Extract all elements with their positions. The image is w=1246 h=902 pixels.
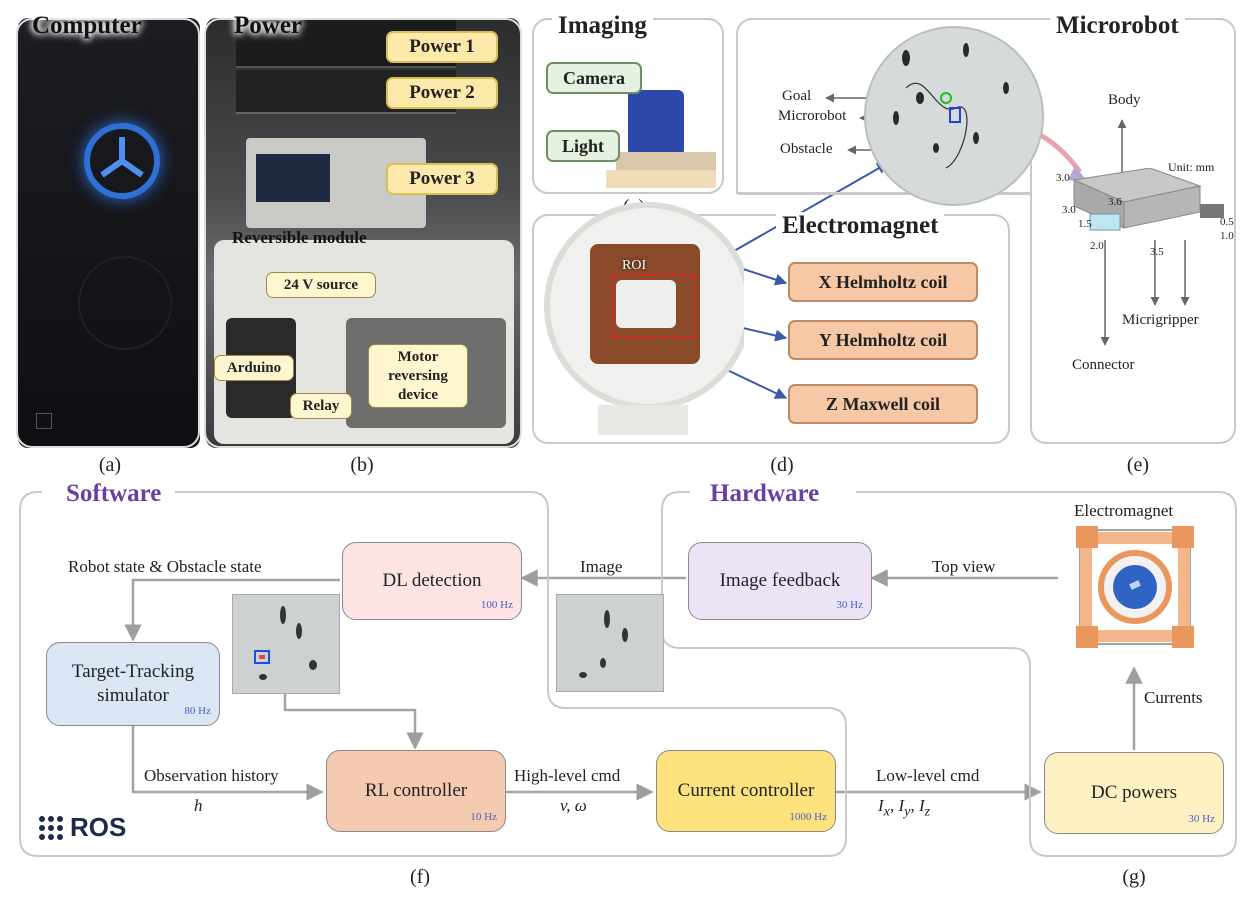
electromagnet-photo — [538, 200, 744, 440]
electromagnet-schematic — [1076, 526, 1194, 648]
body-label: Body — [1108, 92, 1141, 108]
reversible-module-title: Reversible module — [232, 228, 367, 247]
hl-label: High-level cmd — [514, 766, 621, 785]
software-title: Software — [60, 480, 168, 508]
panel-label-a: (a) — [98, 454, 122, 476]
dim-1: 3.0 — [1056, 172, 1070, 184]
obs-label: Observation history — [144, 766, 279, 785]
tts-rate: 80 Hz — [184, 705, 211, 717]
rl-label: RL controller — [364, 780, 468, 801]
dim-7: 2.0 — [1090, 240, 1104, 252]
light-tag: Light — [546, 130, 620, 162]
source-tag: 24 V source — [266, 272, 376, 298]
roi-label: ROI — [622, 258, 647, 273]
cc-label: Current controller — [677, 780, 815, 801]
goal-label: Goal — [782, 88, 812, 104]
obs-symbol: h — [194, 796, 203, 815]
panel-label-b: (b) — [350, 454, 374, 476]
image-feedback-label: Image feedback — [719, 570, 841, 591]
cc-rate: 1000 Hz — [789, 811, 827, 823]
microrobot-model — [1072, 168, 1224, 231]
motor-tag: Motor reversing device — [368, 344, 468, 408]
state-label: Robot state & Obstacle state — [68, 557, 262, 576]
detection-snapshot — [232, 594, 340, 694]
y-coil-tag: Y Helmholtz coil — [788, 320, 978, 360]
ros-text: ROS — [70, 812, 127, 842]
x-coil-tag: X Helmholtz coil — [788, 262, 978, 302]
ll-label: Low-level cmd — [876, 766, 980, 785]
dc-powers-block: DC powers 30 Hz — [1044, 752, 1224, 834]
hl-symbol: v, ω — [560, 796, 587, 815]
ll-symbol: Ix, Iy, Iz — [878, 796, 931, 820]
logo-icon — [100, 137, 144, 178]
dl-detection-label: DL detection — [382, 570, 482, 591]
panel-label-g: (g) — [1122, 866, 1146, 888]
image-feedback-block: Image feedback 30 Hz — [688, 542, 872, 620]
computer-title: Computer — [32, 12, 142, 39]
electromagnet-title: Electromagnet — [776, 212, 945, 240]
camera-photo — [606, 82, 724, 192]
arrow-snapshot-rl — [283, 690, 424, 750]
workspace-view — [864, 26, 1044, 206]
current-controller-block: Current controller 1000 Hz — [656, 750, 836, 832]
arrow-state — [124, 578, 340, 642]
image-flow-label: Image — [580, 557, 623, 576]
imaging-title: Imaging — [552, 12, 653, 40]
arrow-obs — [131, 725, 324, 801]
power-2-tag: Power 2 — [386, 77, 498, 109]
unit-label: Unit: mm — [1168, 160, 1215, 174]
dim-6: 1.0 — [1220, 230, 1234, 242]
img-rate: 30 Hz — [836, 599, 863, 611]
dim-8: 3.5 — [1150, 246, 1164, 258]
tts-block: Target-Tracking simulator 80 Hz — [46, 642, 220, 726]
em-label: Electromagnet — [1074, 501, 1174, 520]
microrobot-label: Microrobot — [778, 108, 847, 124]
connector-label: Connector — [1072, 357, 1135, 373]
power-3-tag: Power 3 — [386, 163, 498, 195]
z-coil-tag: Z Maxwell coil — [788, 384, 978, 424]
tts-label-2: simulator — [97, 685, 169, 706]
motor-tag-text: Motor reversing device — [388, 348, 448, 403]
hardware-title: Hardware — [704, 480, 826, 508]
computer-photo — [18, 18, 200, 448]
ros-logo: ROS — [38, 812, 126, 843]
rl-rate: 10 Hz — [470, 811, 497, 823]
microrobot-panel-lower — [1030, 150, 1236, 444]
electromagnet-panel — [532, 214, 1010, 444]
panel-label-f: (f) — [410, 866, 430, 888]
dc-rate: 30 Hz — [1188, 813, 1215, 825]
microrobot-title: Microrobot — [1050, 12, 1185, 40]
dl-detection-block: DL detection 100 Hz — [342, 542, 522, 620]
power-panel — [204, 18, 522, 448]
microgripper-label: Micrigripper — [1122, 312, 1199, 328]
tts-label-1: Target-Tracking — [71, 661, 195, 682]
dim-4: 1.5 — [1078, 218, 1092, 230]
microrobot-panel — [736, 18, 1236, 194]
power-1-tag: Power 1 — [386, 31, 498, 63]
dim-5: 0.5 — [1220, 216, 1234, 228]
relay-tag: Relay — [290, 393, 352, 419]
dc-label: DC powers — [1090, 782, 1178, 803]
obstacle-label: Obstacle — [780, 141, 833, 157]
currents-label: Currents — [1144, 688, 1203, 707]
ros-dots-icon — [39, 815, 63, 840]
image-snapshot — [556, 594, 664, 692]
dl-rate: 100 Hz — [480, 599, 513, 611]
dim-2: 3.6 — [1108, 196, 1122, 208]
camera-tag: Camera — [546, 62, 642, 94]
panel-label-e: (e) — [1126, 454, 1150, 476]
power-title: Power — [234, 12, 303, 39]
computer-panel — [16, 18, 200, 448]
dim-3: 3.0 — [1062, 204, 1076, 216]
arduino-tag: Arduino — [214, 355, 294, 381]
panel-label-d: (d) — [770, 454, 794, 476]
topview-label: Top view — [932, 557, 996, 576]
